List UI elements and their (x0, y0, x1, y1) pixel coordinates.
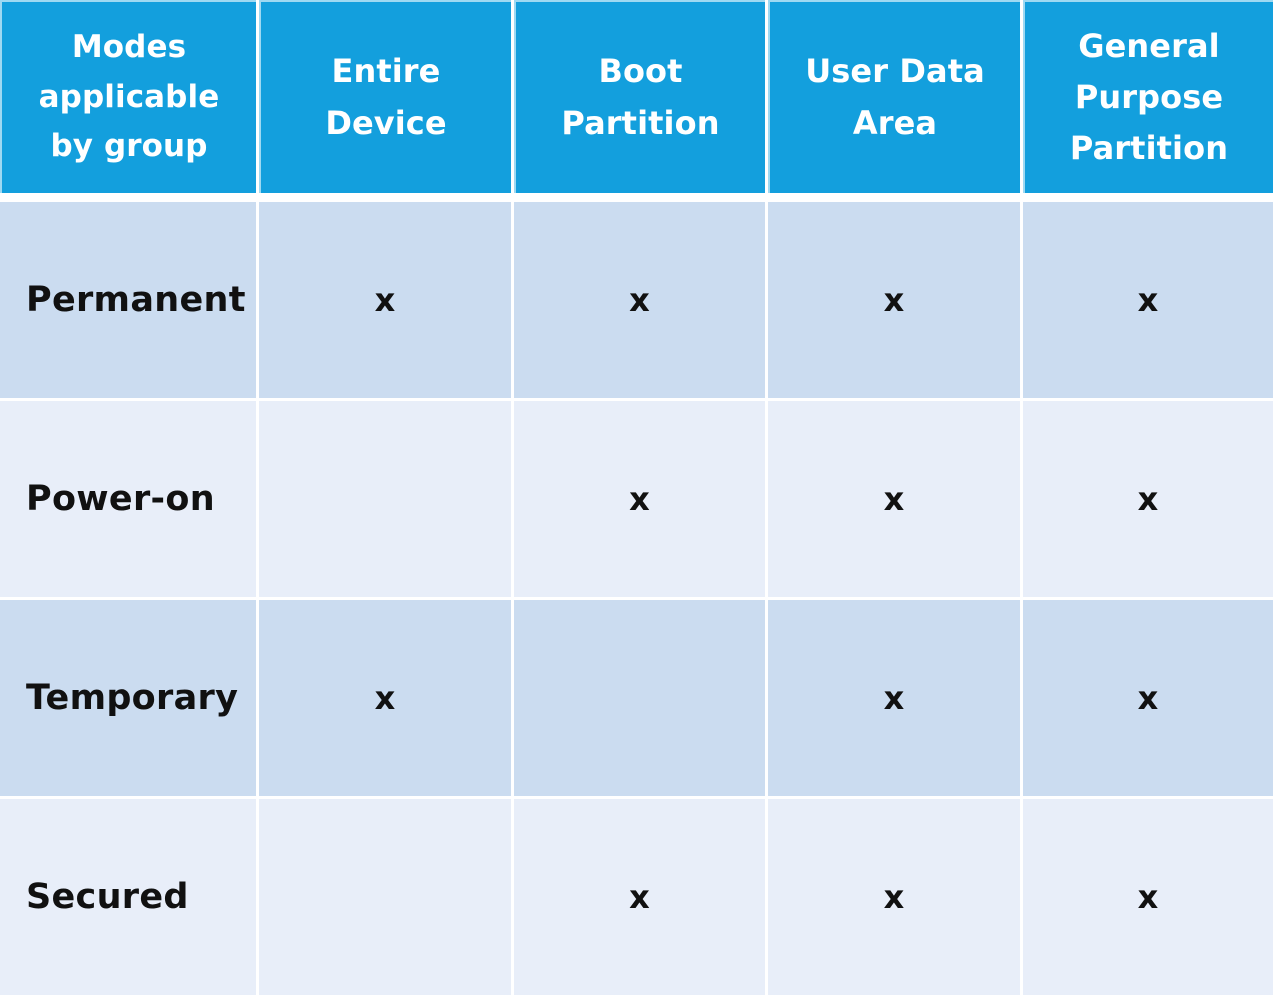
mark-x: x (883, 281, 905, 319)
cell-power-on-boot-partition: x (514, 401, 765, 597)
cell-temporary-general-purpose-partition: x (1023, 600, 1273, 796)
cell-power-on-user-data-area: x (768, 401, 1020, 597)
mark-x: x (1137, 281, 1159, 319)
column-header-user-data-area: User Data Area (768, 0, 1020, 193)
cell-secured-boot-partition: x (514, 799, 765, 995)
row-label-permanent: Permanent (0, 202, 256, 398)
mark-x: x (629, 480, 650, 518)
mark-x: x (883, 480, 905, 518)
cell-secured-entire-device (259, 799, 511, 995)
table-row: Power-on x x x (0, 401, 1276, 597)
table-row: Permanent x x x x (0, 202, 1276, 398)
cell-permanent-user-data-area: x (768, 202, 1020, 398)
mark-x: x (629, 878, 650, 916)
cell-secured-user-data-area: x (768, 799, 1020, 995)
column-header-general-purpose-partition: General Purpose Partition (1023, 0, 1273, 193)
cell-permanent-entire-device: x (259, 202, 511, 398)
mark-x: x (1137, 480, 1159, 518)
mark-x: x (374, 679, 396, 717)
cell-power-on-entire-device (259, 401, 511, 597)
cell-temporary-boot-partition (514, 600, 765, 796)
cell-temporary-user-data-area: x (768, 600, 1020, 796)
row-label-power-on: Power-on (0, 401, 256, 597)
column-header-entire-device: Entire Device (259, 0, 511, 193)
row-label-temporary: Temporary (0, 600, 256, 796)
row-label-secured: Secured (0, 799, 256, 995)
cell-permanent-general-purpose-partition: x (1023, 202, 1273, 398)
column-header-boot-partition: Boot Partition (514, 0, 765, 193)
table-row: Temporary x x x (0, 600, 1276, 796)
table-header-row: Modes applicable by group Entire Device … (0, 0, 1276, 193)
cell-power-on-general-purpose-partition: x (1023, 401, 1273, 597)
mark-x: x (374, 281, 396, 319)
mark-x: x (1137, 878, 1159, 916)
mark-x: x (883, 679, 905, 717)
table-row: Secured x x x (0, 799, 1276, 995)
cell-secured-general-purpose-partition: x (1023, 799, 1273, 995)
mark-x: x (883, 878, 905, 916)
column-header-modes-applicable-by-group: Modes applicable by group (0, 0, 256, 193)
mark-x: x (629, 281, 650, 319)
cell-permanent-boot-partition: x (514, 202, 765, 398)
cell-temporary-entire-device: x (259, 600, 511, 796)
mark-x: x (1137, 679, 1159, 717)
